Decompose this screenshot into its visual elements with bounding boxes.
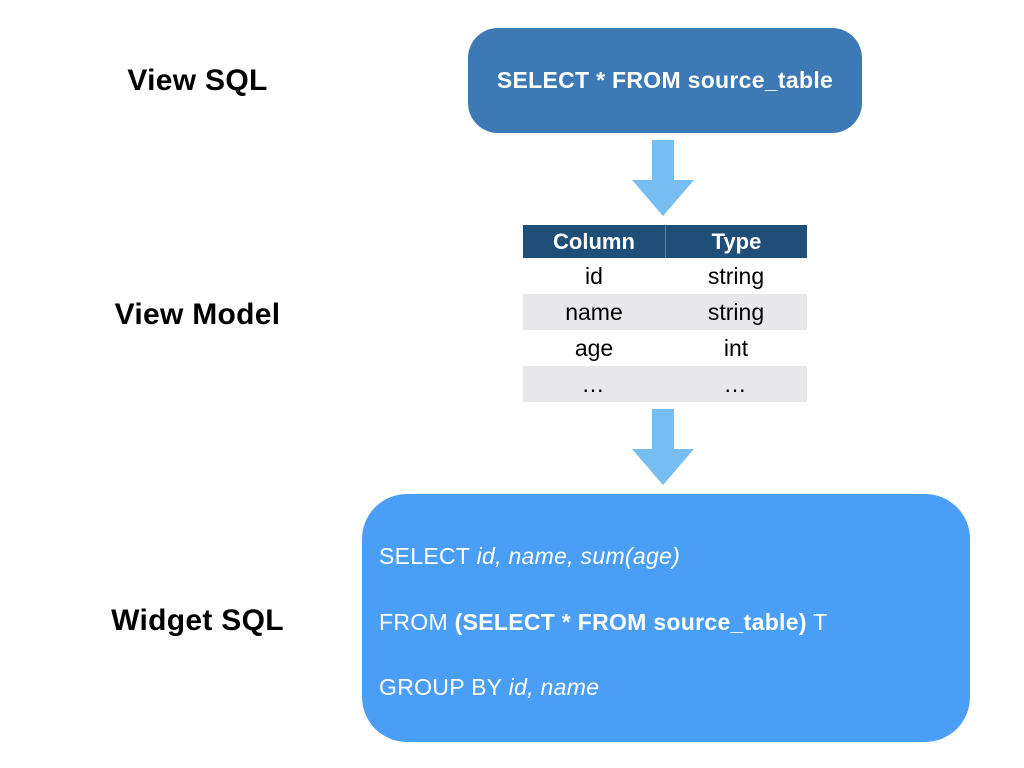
view-sql-box: SELECT * FROM source_table (468, 28, 862, 133)
arrow-down-icon (632, 140, 694, 216)
table-cell: int (723, 335, 749, 361)
table-cell: name (565, 299, 623, 325)
sql-alias: T (806, 609, 828, 635)
sql-keyword: GROUP BY (379, 674, 509, 700)
sql-line-group-by: GROUP BY id, name (379, 673, 599, 701)
sql-line-from: FROM (SELECT * FROM source_table) T (379, 608, 827, 636)
table-cell: string (707, 299, 765, 325)
sql-group-columns: id, name (508, 674, 600, 700)
sql-keyword: FROM (379, 609, 455, 635)
table-cell: … (723, 371, 749, 397)
table-header-cell-type: Type (665, 225, 807, 258)
sql-columns: id, name, sum(age) (476, 543, 681, 569)
widget-sql-box: SELECT id, name, sum(age) FROM (SELECT *… (362, 494, 970, 742)
sql-line-select: SELECT id, name, sum(age) (379, 542, 680, 570)
view-model-table: Column Type id string name string age in… (523, 225, 807, 402)
table-cell: id (585, 263, 603, 289)
table-row: id string (523, 258, 807, 294)
sql-keyword: SELECT (379, 543, 477, 569)
view-model-label: View Model (114, 298, 281, 331)
table-cell: … (581, 371, 607, 397)
table-row: age int (523, 330, 807, 366)
table-row: … … (523, 366, 807, 402)
table-row: name string (523, 294, 807, 330)
table-header-cell-column: Column (553, 229, 635, 254)
view-sql-box-text: SELECT * FROM source_table (496, 67, 834, 93)
table-header-row: Column Type (523, 225, 807, 258)
table-cell: string (707, 263, 765, 289)
view-sql-label: View SQL (127, 64, 268, 97)
arrow-down-icon (632, 409, 694, 485)
table-cell: age (574, 335, 614, 361)
sql-subquery: (SELECT * FROM source_table) (454, 609, 807, 635)
widget-sql-label: Widget SQL (111, 604, 284, 637)
